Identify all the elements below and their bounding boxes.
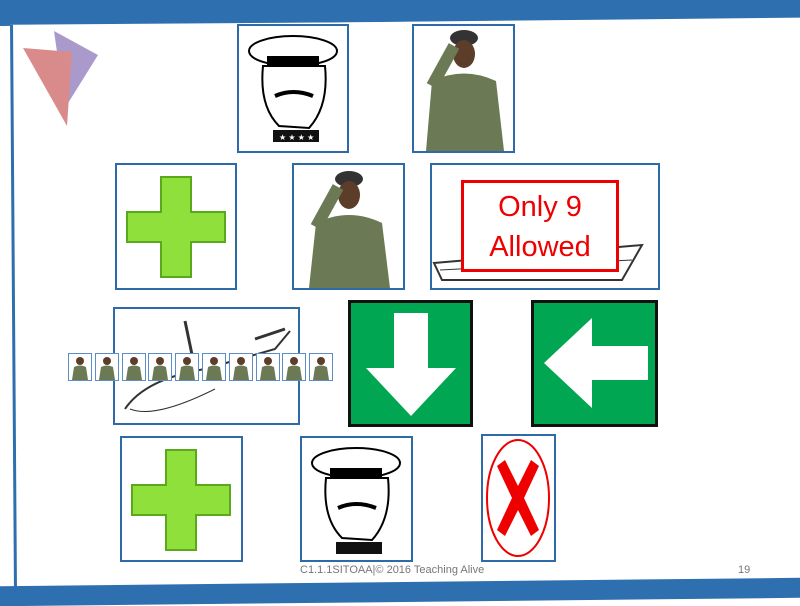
general-image (300, 436, 413, 562)
general-caricature-icon: ★ ★ ★ ★ (248, 35, 338, 142)
page-number: 19 (738, 564, 751, 576)
down-arrow-sign (348, 300, 473, 427)
plus-image (120, 436, 243, 562)
red-x-icon (486, 439, 550, 557)
small-soldier-icon (202, 353, 226, 381)
soldier-icon (309, 171, 390, 288)
sign-line-2: Allowed (489, 231, 591, 263)
only-9-allowed-sign: Only 9 Allowed (461, 180, 619, 272)
logo-triangles-icon (23, 31, 98, 126)
small-soldier-icon (309, 353, 334, 381)
soldier-saluting-image (292, 163, 405, 290)
general-caricature-icon (311, 447, 401, 554)
small-soldier-icon (175, 353, 200, 381)
green-plus-icon (131, 449, 231, 551)
soldier-icon (426, 30, 504, 151)
svg-text:★ ★ ★ ★: ★ ★ ★ ★ (279, 133, 314, 142)
arrow-left-icon (544, 318, 648, 408)
not-allowed-image (481, 434, 556, 562)
plus-image (115, 163, 237, 290)
small-soldier-icon (68, 353, 92, 381)
left-arrow-sign (531, 300, 658, 427)
arrow-down-icon (366, 313, 456, 416)
small-soldier-icon (282, 353, 307, 381)
small-soldier-icon (94, 353, 119, 381)
small-soldier-icon (121, 353, 146, 381)
soldier-saluting-image (412, 24, 515, 153)
small-soldier-icon (228, 353, 253, 381)
sign-line-1: Only 9 (498, 191, 582, 223)
small-soldier-icon (255, 353, 280, 381)
general-image: ★ ★ ★ ★ (237, 24, 349, 153)
small-soldier-icon (148, 353, 173, 381)
footer-text: C1.1.1SITOAA|© 2016 Teaching Alive (300, 564, 485, 576)
green-plus-icon (126, 176, 226, 278)
